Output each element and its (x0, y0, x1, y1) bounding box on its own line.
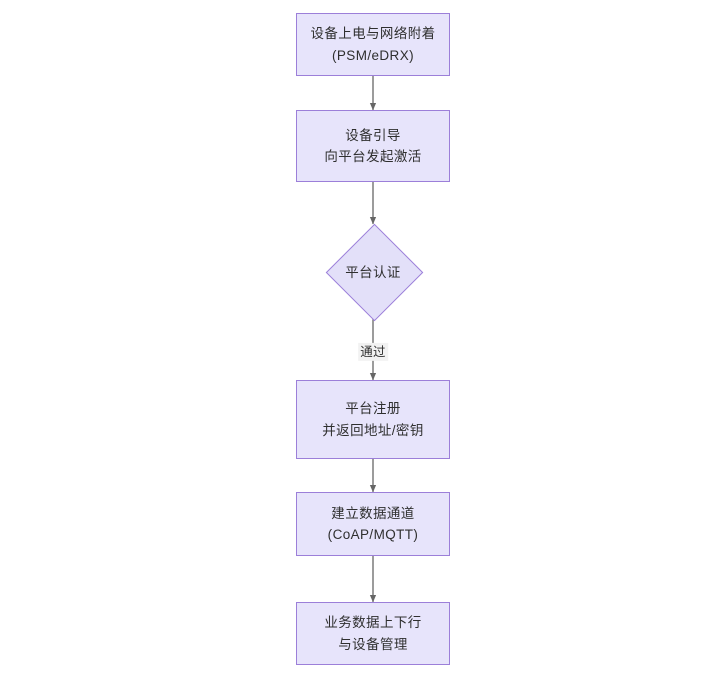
node-line-2: (CoAP/MQTT) (327, 527, 419, 542)
node-line-1: 平台注册 (345, 401, 401, 417)
node-data-channel[interactable]: 建立数据通道 (CoAP/MQTT) (296, 492, 450, 556)
node-line-2: 并返回地址/密钥 (322, 422, 424, 438)
node-line-1: 设备上电与网络附着 (310, 26, 436, 42)
node-line-1: 业务数据上下行 (324, 615, 422, 631)
node-line-1: 平台认证 (345, 265, 401, 280)
node-power-on[interactable]: 设备上电与网络附着 (PSM/eDRX) (296, 13, 450, 76)
node-line-2: (PSM/eDRX) (331, 47, 414, 63)
node-platform-register[interactable]: 平台注册 并返回地址/密钥 (296, 380, 450, 459)
node-line-2: 与设备管理 (338, 636, 408, 652)
node-platform-auth[interactable]: 平台认证 (325, 223, 423, 321)
node-line-1: 建立数据通道 (331, 505, 415, 521)
node-line-1: 设备引导 (345, 127, 401, 143)
node-line-2: 向平台发起激活 (324, 149, 422, 164)
node-service-data[interactable]: 业务数据上下行 与设备管理 (296, 602, 450, 665)
node-bootstrap[interactable]: 设备引导 向平台发起激活 (296, 110, 450, 182)
edge-label-pass: 通过 (358, 342, 388, 362)
